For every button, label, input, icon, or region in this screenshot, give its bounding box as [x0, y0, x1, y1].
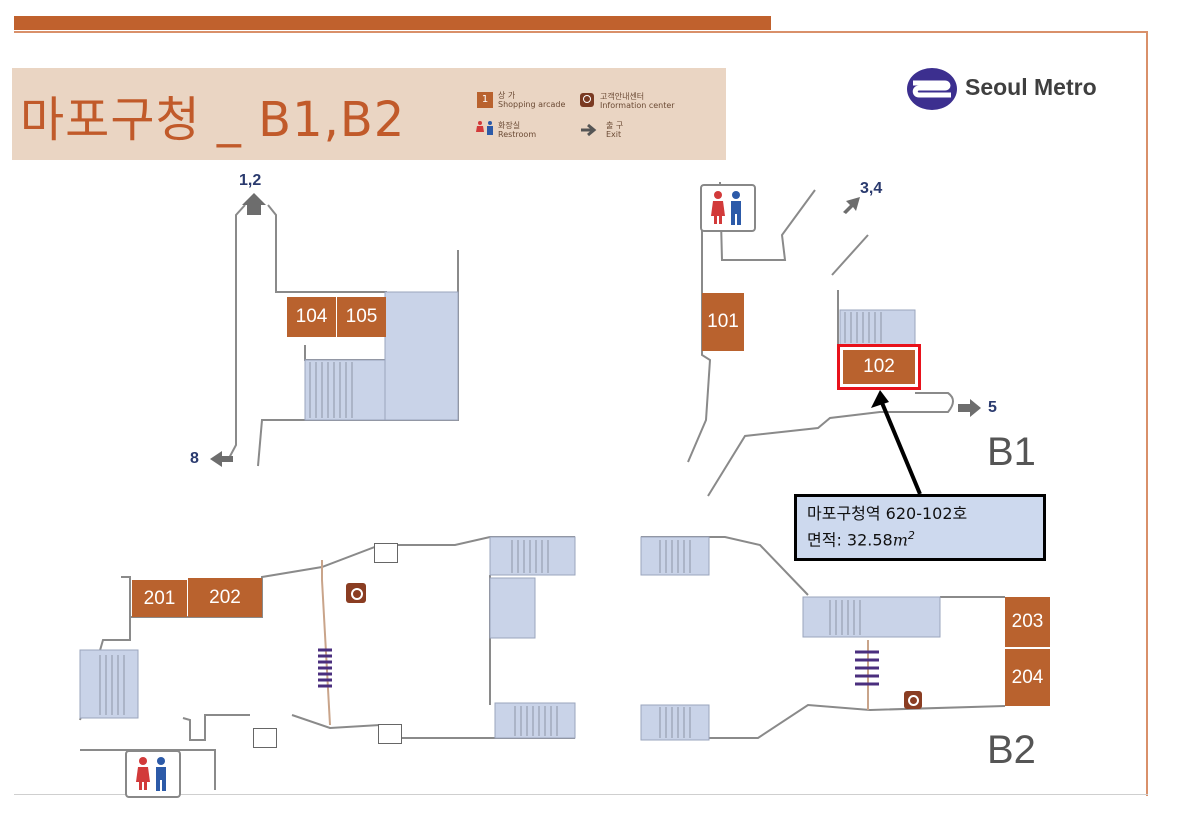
info-icon	[904, 691, 922, 709]
brand-name: Seoul Metro	[965, 74, 1097, 100]
top-divider	[14, 31, 1148, 33]
elevator-icon	[374, 543, 398, 563]
legend-shop: 상 가 Shopping arcade	[498, 91, 565, 109]
legend-restroom-ko: 화장실	[498, 121, 521, 130]
legend-shop-ko: 상 가	[498, 91, 516, 100]
shop-102-highlight	[837, 344, 921, 390]
elevator-icon	[253, 728, 277, 748]
restroom-icon	[125, 750, 181, 798]
shop-105[interactable]: 105	[337, 297, 386, 337]
page-title: 마포구청 _ B1,B2	[20, 92, 406, 148]
shop-info-callout: 마포구청역 620-102호 면적: 32.58m2	[794, 494, 1046, 561]
legend-exit-ko: 출 구	[606, 121, 624, 130]
legend-exit-en: Exit	[606, 130, 622, 139]
shop-204[interactable]: 204	[1005, 649, 1050, 706]
exit-label-5: 5	[988, 399, 997, 416]
shop-102[interactable]: 102	[843, 350, 915, 384]
floor-label-b2: B2	[987, 728, 1036, 772]
legend-info: 고객안내센터 Information center	[600, 92, 675, 110]
top-accent-bar	[14, 16, 771, 30]
legend-restroom: 화장실 Restroom	[498, 121, 536, 139]
restroom-icon	[700, 184, 756, 232]
info-icon	[580, 93, 594, 107]
shop-icon: 1	[477, 92, 493, 108]
restroom-icon	[474, 120, 496, 136]
callout-area-exponent: 2	[907, 529, 915, 542]
shop-104[interactable]: 104	[287, 297, 336, 337]
right-divider	[1146, 31, 1148, 796]
exit-label-8: 8	[190, 450, 199, 467]
callout-area-value: 면적: 32.58	[807, 530, 893, 550]
legend-restroom-en: Restroom	[498, 130, 537, 139]
exit-label-3-4: 3,4	[860, 180, 883, 197]
shop-101[interactable]: 101	[702, 293, 744, 351]
legend-info-ko: 고객안내센터	[600, 92, 645, 101]
elevator-icon	[378, 724, 402, 744]
seoul-metro-logo-icon	[905, 66, 959, 116]
header-banner	[12, 68, 726, 160]
bottom-divider	[14, 794, 1148, 795]
shop-203[interactable]: 203	[1005, 597, 1050, 647]
shop-201[interactable]: 201	[132, 580, 187, 617]
legend-shop-en: Shopping arcade	[498, 100, 566, 109]
callout-area-unit: m	[892, 530, 908, 550]
exit-label-1-2: 1,2	[239, 172, 262, 189]
callout-area-line: 면적: 32.58m2	[807, 525, 1033, 551]
legend-exit: 출 구 Exit	[606, 121, 623, 139]
floor-label-b1: B1	[987, 430, 1036, 474]
callout-unit-line: 마포구청역 620-102호	[807, 504, 968, 523]
shop-202[interactable]: 202	[188, 578, 262, 617]
legend-info-en: Information center	[600, 101, 675, 110]
exit-arrow-icon	[580, 122, 598, 141]
info-icon	[346, 583, 366, 603]
